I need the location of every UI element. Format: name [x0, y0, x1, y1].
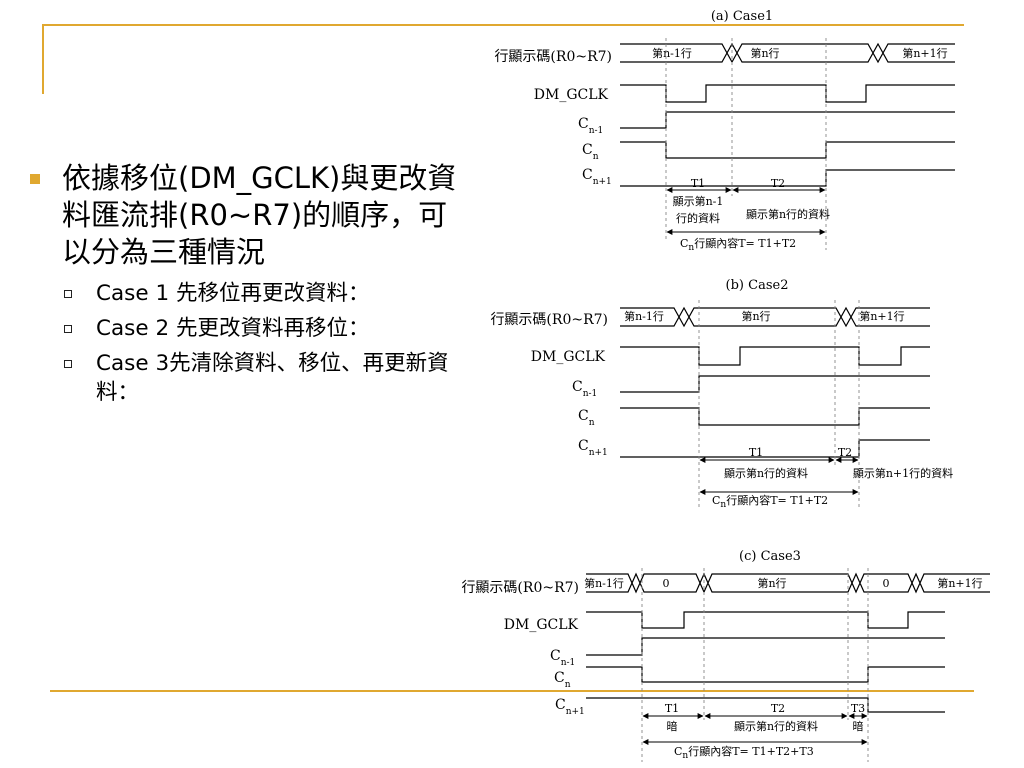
- case2-t1-label: T1: [749, 446, 763, 459]
- sub-bullet-3: Case 3先清除資料、移位、再更新資料：: [28, 349, 458, 407]
- case1-desc2: 顯示第n行的資料: [746, 207, 830, 221]
- case3-desc2: 顯示第n行的資料: [734, 719, 818, 733]
- svg-text:Cn-1: Cn-1: [572, 379, 597, 399]
- svg-text:Cn: Cn: [582, 142, 599, 162]
- svg-text:Cn行顯內容T= T1+T2: Cn行顯內容T= T1+T2: [712, 493, 828, 510]
- case3-dark-label: 暗: [853, 719, 864, 733]
- svg-text:Cn+1: Cn+1: [578, 438, 608, 458]
- svg-text:Cn+1: Cn+1: [555, 697, 585, 717]
- sub-bullet-2: Case 2 先更改資料再移位：: [28, 314, 458, 343]
- case2-cprev-wave: [620, 375, 930, 393]
- case1-label-cprev: Cn-1: [578, 116, 603, 136]
- case1-bus-line: [620, 42, 955, 64]
- sub-bullet-text: Case 1 先移位再更改資料：: [96, 281, 370, 306]
- slide-text: 依據移位(DM_GCLK)與更改資料匯流排(R0~R7)的順序，可以分為三種情況…: [28, 160, 458, 407]
- case1-bus-seg: 第n行: [750, 46, 779, 60]
- case3-t1-label: T1: [665, 702, 679, 715]
- case1-desc1b: 行的資料: [676, 211, 720, 225]
- case1-t2-label: T2: [771, 177, 785, 190]
- svg-text:Cn行顯內容T= T1+T2: Cn行顯內容T= T1+T2: [680, 236, 796, 253]
- case3-diagram: (c) Case3 行顯示碼(R0~R7) 第n-1行 0 第n行 0 第n+1…: [461, 549, 990, 762]
- case3-bus-seg: 第n-1行: [584, 576, 624, 590]
- case1-label-ccur: Cn: [582, 142, 599, 162]
- case1-label-cnext: Cn+1: [582, 167, 612, 187]
- svg-text:Cn: Cn: [554, 670, 571, 690]
- svg-text:Cn行顯內容T= T1+T2+T3: Cn行顯內容T= T1+T2+T3: [674, 744, 814, 761]
- svg-text:Cn: Cn: [578, 408, 595, 428]
- case1-bus-seg: 第n-1行: [652, 46, 692, 60]
- case3-clk-wave: [586, 611, 945, 629]
- case2-clk-label: DM_GCLK: [531, 349, 606, 365]
- case2-clk-wave: [620, 346, 930, 366]
- case2-label-cnext: Cn+1: [578, 438, 608, 458]
- case3-cnext-wave: [586, 697, 945, 713]
- case2-desc1: 顯示第n行的資料: [724, 466, 808, 480]
- case3-bus-seg: 0: [663, 577, 670, 590]
- top-rule: [42, 24, 964, 26]
- case1-bus-label: 行顯示碼(R0~R7): [494, 49, 612, 65]
- case1-desc1a: 顯示第n-1: [673, 194, 724, 208]
- main-bullet-text: 依據移位(DM_GCLK)與更改資料匯流排(R0~R7)的順序，可以分為三種情況: [62, 161, 457, 269]
- svg-text:Cn-1: Cn-1: [578, 116, 603, 136]
- case3-title: (c) Case3: [739, 549, 801, 564]
- case1-cprev-wave: [620, 111, 955, 129]
- bottom-rule: [50, 690, 974, 692]
- case3-bus-seg: 0: [883, 577, 890, 590]
- case3-t3-label: T3: [851, 702, 865, 715]
- square-bullet-icon: [30, 174, 40, 184]
- case1-bus-seg: 第n+1行: [902, 46, 947, 60]
- case2-bus-seg: 第n行: [741, 309, 770, 323]
- svg-text:Cn-1: Cn-1: [550, 648, 575, 668]
- case3-label-ccur: Cn: [554, 670, 571, 690]
- hollow-square-bullet-icon: [64, 325, 72, 333]
- case1-cnext-wave: [620, 169, 955, 187]
- case2-bus-seg: 第n-1行: [624, 309, 664, 323]
- case2-bus-seg: 第n+1行: [859, 309, 904, 323]
- svg-text:Cn+1: Cn+1: [582, 167, 612, 187]
- case3-bus-seg: 第n行: [757, 576, 786, 590]
- case1-ccur-wave: [620, 141, 955, 159]
- case1-title: (a) Case1: [711, 9, 773, 24]
- case3-ccur-wave: [586, 666, 945, 683]
- case3-t2-label: T2: [771, 702, 785, 715]
- case3-dark-label: 暗: [667, 719, 678, 733]
- case1-t1-label: T1: [691, 177, 705, 190]
- case2-total-label: Cn行顯內容T= T1+T2: [712, 493, 828, 510]
- case3-cprev-wave: [586, 637, 945, 656]
- case2-title: (b) Case2: [726, 278, 789, 293]
- case3-bus-label: 行顯示碼(R0~R7): [461, 580, 579, 596]
- case2-bus-line: [620, 306, 930, 328]
- case3-label-cnext: Cn+1: [555, 697, 585, 717]
- case3-bus-line: [586, 572, 990, 594]
- sub-bullet-1: Case 1 先移位再更改資料：: [28, 279, 458, 308]
- case1-diagram: (a) Case1 行顯示碼(R0~R7) 第n-1行 第n行 第n+1行 DM…: [494, 9, 955, 253]
- sub-bullet-text: Case 2 先更改資料再移位：: [96, 316, 370, 341]
- case2-label-cprev: Cn-1: [572, 379, 597, 399]
- case3-total-label: Cn行顯內容T= T1+T2+T3: [674, 744, 814, 761]
- case2-cnext-wave: [620, 439, 930, 458]
- case1-total-label: Cn行顯內容T= T1+T2: [680, 236, 796, 253]
- case2-label-ccur: Cn: [578, 408, 595, 428]
- case3-label-cprev: Cn-1: [550, 648, 575, 668]
- hollow-square-bullet-icon: [64, 290, 72, 298]
- case2-t2-label: T2: [838, 446, 852, 459]
- case2-bus-label: 行顯示碼(R0~R7): [490, 312, 608, 328]
- case3-clk-label: DM_GCLK: [504, 617, 579, 633]
- main-bullet: 依據移位(DM_GCLK)與更改資料匯流排(R0~R7)的順序，可以分為三種情況: [28, 160, 458, 271]
- left-rule: [42, 24, 44, 94]
- case2-diagram: (b) Case2 行顯示碼(R0~R7) 第n-1行 第n行 第n+1行 DM…: [490, 278, 953, 510]
- case1-clk-wave: [620, 84, 955, 103]
- case3-bus-seg: 第n+1行: [937, 576, 982, 590]
- hollow-square-bullet-icon: [64, 360, 72, 368]
- case2-desc2: 顯示第n+1行的資料: [853, 466, 953, 480]
- sub-bullet-text: Case 3先清除資料、移位、再更新資料：: [96, 351, 449, 405]
- case2-ccur-wave: [620, 407, 930, 426]
- case1-clk-label: DM_GCLK: [534, 87, 609, 103]
